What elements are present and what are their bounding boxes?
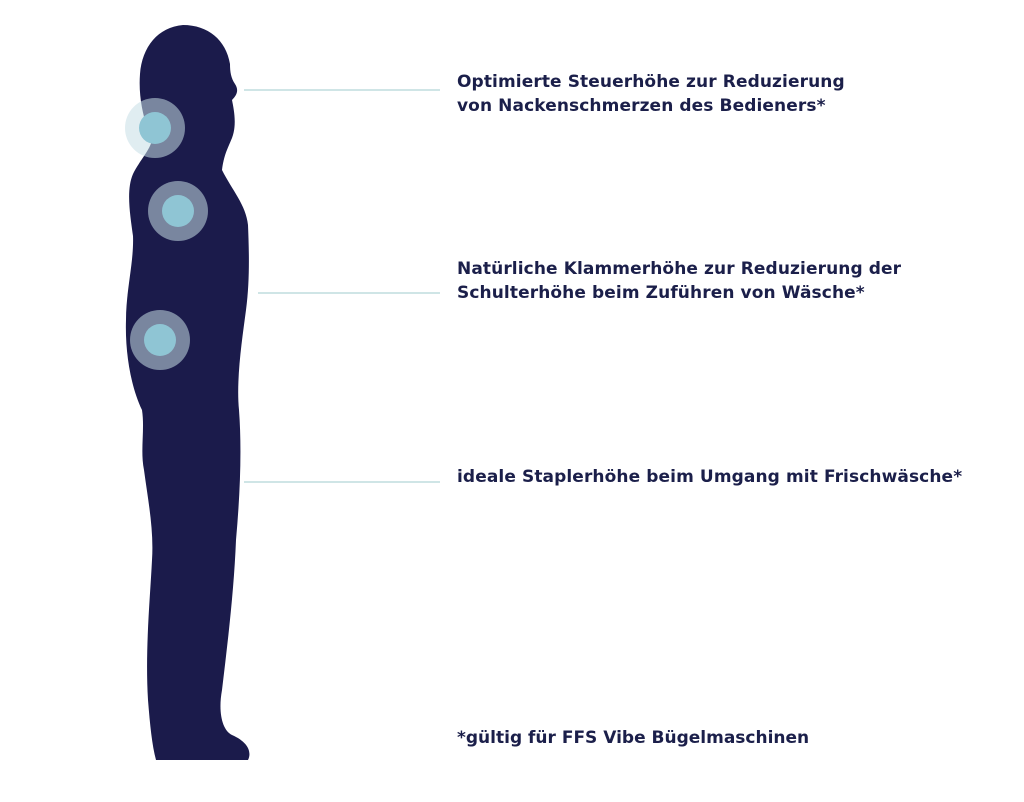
leader-line-3: [244, 481, 440, 483]
lower-back-marker: [130, 310, 190, 370]
leader-line-1: [244, 89, 440, 91]
leader-line-2: [258, 292, 440, 294]
annotation-staplerhoehe: ideale Staplerhöhe beim Umgang mit Frisc…: [457, 467, 963, 487]
neck-marker: [125, 98, 185, 158]
annotation-steuerhoehe: Optimierte Steuerhöhe zur Reduzierung vo…: [457, 72, 845, 116]
footnote: *gültig für FFS Vibe Bügelmaschinen: [457, 728, 810, 748]
annotation-klammerhoehe: Natürliche Klammerhöhe zur Reduzierung d…: [457, 259, 902, 303]
shoulder-marker: [148, 181, 208, 241]
